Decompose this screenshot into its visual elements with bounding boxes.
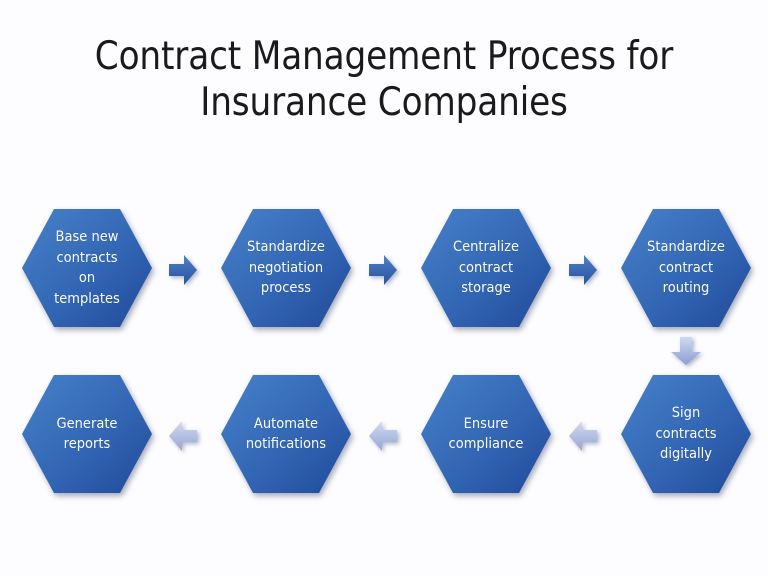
step-generate-reports[interactable]: Generate reports (21, 374, 153, 494)
step-automate-notifications[interactable]: Automate notifications (220, 374, 352, 494)
hexagon-shape (220, 208, 352, 328)
hexagon-shape (420, 374, 552, 494)
step-base-new-contracts-on-templates[interactable]: Base new contracts on templates (21, 208, 153, 328)
arrow-right-1-icon (168, 253, 198, 287)
arrow-left-1-icon (568, 419, 598, 453)
hexagon-shape (220, 374, 352, 494)
arrow-left-3-icon (168, 419, 198, 453)
hexagon-shape (620, 208, 752, 328)
page-title: Contract Management Process for Insuranc… (94, 34, 674, 125)
step-sign-contracts-digitally[interactable]: Sign contracts digitally (620, 374, 752, 494)
arrow-left-2-icon (368, 419, 398, 453)
step-standardize-contract-routing[interactable]: Standardize contract routing (620, 208, 752, 328)
step-standardize-negotiation-process[interactable]: Standardize negotiation process (220, 208, 352, 328)
hexagon-shape (21, 374, 153, 494)
hexagon-shape (420, 208, 552, 328)
hexagon-shape (620, 374, 752, 494)
arrow-right-3-icon (568, 253, 598, 287)
arrow-right-2-icon (368, 253, 398, 287)
step-centralize-contract-storage[interactable]: Centralize contract storage (420, 208, 552, 328)
hexagon-shape (21, 208, 153, 328)
step-ensure-compliance[interactable]: Ensure compliance (420, 374, 552, 494)
arrow-down-icon (669, 336, 703, 366)
